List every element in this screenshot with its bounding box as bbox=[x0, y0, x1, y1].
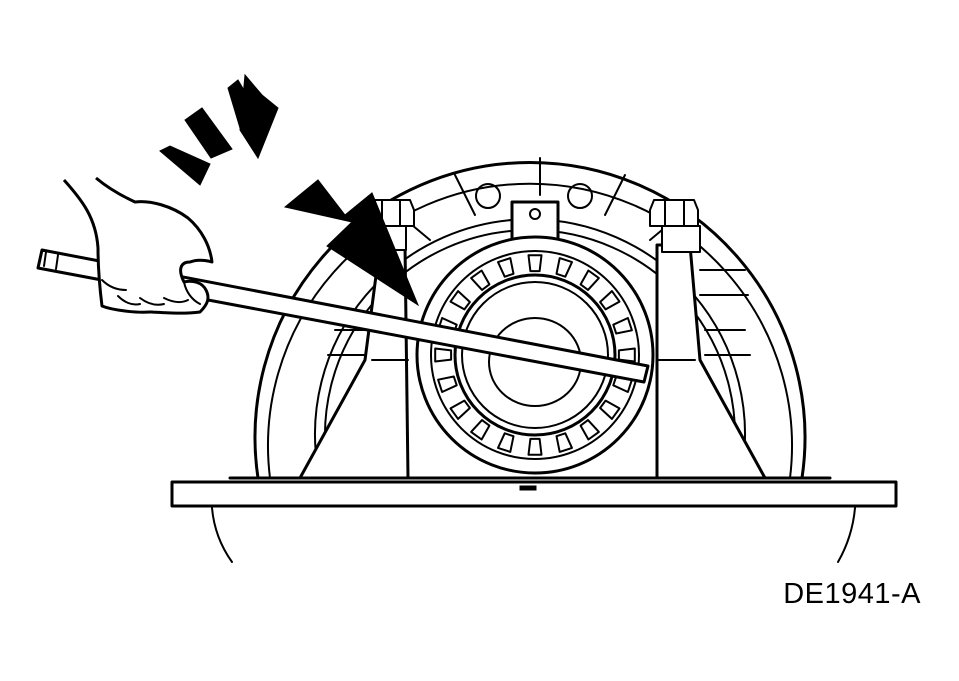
ring-slot bbox=[527, 437, 543, 456]
rotation-arrow-icon bbox=[159, 73, 279, 186]
ring-slot bbox=[470, 269, 491, 291]
figure-code-label: DE1941-A bbox=[783, 578, 921, 610]
ring-slot bbox=[599, 399, 621, 420]
hand-icon bbox=[62, 176, 214, 315]
ring-slot bbox=[579, 269, 600, 291]
ring-slot bbox=[437, 375, 458, 393]
ring-slot bbox=[617, 347, 636, 363]
right-support-bracket bbox=[649, 199, 767, 480]
ring-slot bbox=[497, 432, 515, 453]
ring-slot bbox=[555, 257, 573, 278]
ring-slot bbox=[449, 290, 471, 311]
ring-slot bbox=[497, 257, 515, 278]
ring-slot bbox=[555, 432, 573, 453]
pointer-arrow-icon bbox=[283, 179, 420, 307]
ring-slot bbox=[579, 419, 600, 441]
base-plate bbox=[170, 476, 898, 563]
ring-slot bbox=[527, 254, 543, 273]
ring-slot bbox=[612, 317, 633, 335]
ring-slot bbox=[434, 347, 453, 363]
ring-slot bbox=[470, 419, 491, 441]
housing-top-lug bbox=[510, 200, 560, 242]
ring-slot bbox=[449, 399, 471, 420]
ring-slot bbox=[599, 290, 621, 311]
